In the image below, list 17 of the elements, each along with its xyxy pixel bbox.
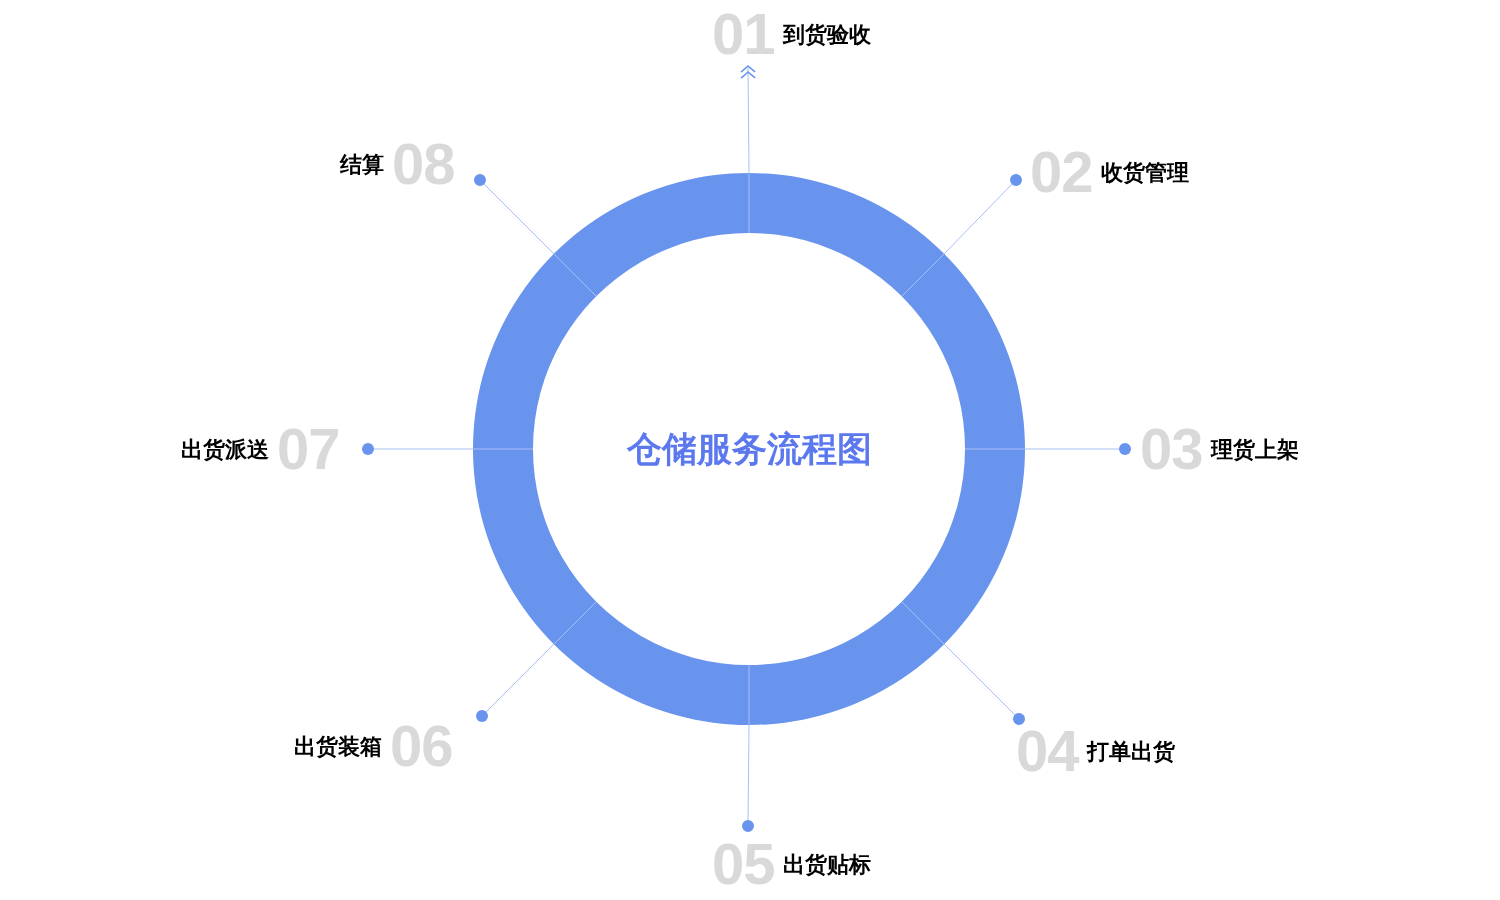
step-label: 出货派送	[181, 435, 269, 464]
step-label: 到货验收	[782, 20, 871, 49]
connector-line	[362, 443, 474, 455]
connector-line	[474, 174, 555, 255]
step-label: 收货管理	[1100, 158, 1189, 187]
connector-line	[943, 174, 1022, 255]
connector-line	[742, 724, 754, 832]
connector-line	[943, 643, 1025, 725]
step-label: 结算	[340, 150, 384, 179]
center-title: 仓储服务流程图	[626, 427, 872, 470]
step-label: 打单出货	[1086, 737, 1175, 766]
step-label: 出货贴标	[782, 850, 871, 879]
connector-line	[1024, 443, 1131, 455]
step-label: 出货装箱	[294, 732, 382, 761]
step-label: 理货上架	[1210, 435, 1299, 464]
connector-line	[476, 643, 555, 722]
connector-line	[740, 65, 756, 174]
